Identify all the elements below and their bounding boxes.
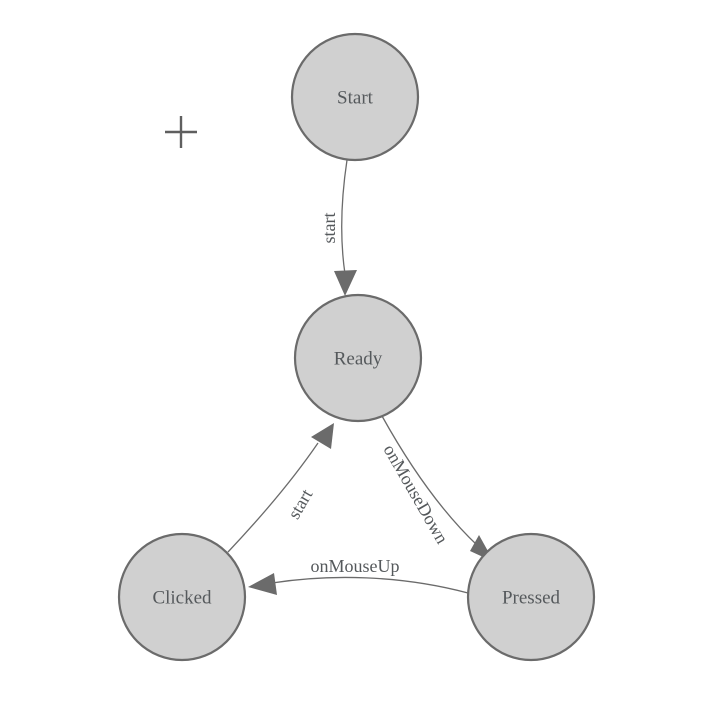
edge-path-clicked-to-ready (227, 442, 319, 553)
arrowhead-clicked-to-ready (311, 423, 334, 449)
node-ready-label: Ready (334, 349, 383, 370)
node-clicked-label: Clicked (152, 588, 212, 609)
node-clicked-circle (117, 532, 247, 662)
node-pressed-circle (466, 532, 596, 662)
node-start-circle (290, 32, 420, 162)
node-start[interactable]: Start (290, 32, 420, 162)
edge-label-ready-to-pressed: onMouseDown (380, 441, 453, 547)
node-clicked[interactable]: Clicked (117, 532, 247, 662)
node-ready-circle (293, 293, 423, 423)
arrowhead-pressed-to-clicked (248, 573, 277, 595)
edge-clicked-to-ready[interactable]: start (227, 423, 334, 553)
edge-path-pressed-to-clicked (271, 576, 469, 594)
edge-label-pressed-to-clicked: onMouseUp (311, 556, 400, 576)
edge-pressed-to-clicked[interactable]: onMouseUp (248, 556, 469, 595)
node-pressed-label: Pressed (502, 588, 561, 609)
edge-label-clicked-to-ready: start (284, 486, 317, 523)
node-ready[interactable]: Ready (293, 293, 423, 423)
node-start-label: Start (337, 88, 374, 109)
edge-ready-to-pressed[interactable]: onMouseDown (380, 415, 494, 562)
edge-label-start-to-ready: start (319, 213, 339, 244)
node-pressed[interactable]: Pressed (466, 532, 596, 662)
arrowhead-start-to-ready (334, 270, 357, 296)
edge-path-ready-to-pressed (381, 415, 479, 547)
edge-start-to-ready[interactable]: start (319, 159, 357, 296)
edge-path-start-to-ready (341, 159, 348, 275)
crosshair-icon (165, 116, 197, 148)
